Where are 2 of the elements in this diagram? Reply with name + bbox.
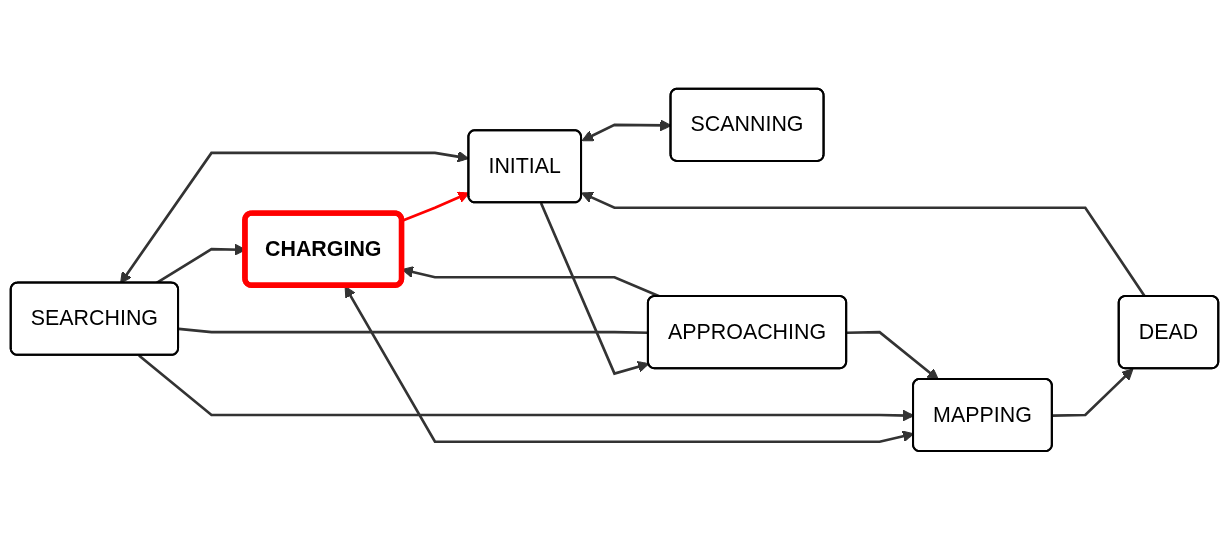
arrow xyxy=(539,202,650,376)
arrow xyxy=(1052,368,1134,418)
